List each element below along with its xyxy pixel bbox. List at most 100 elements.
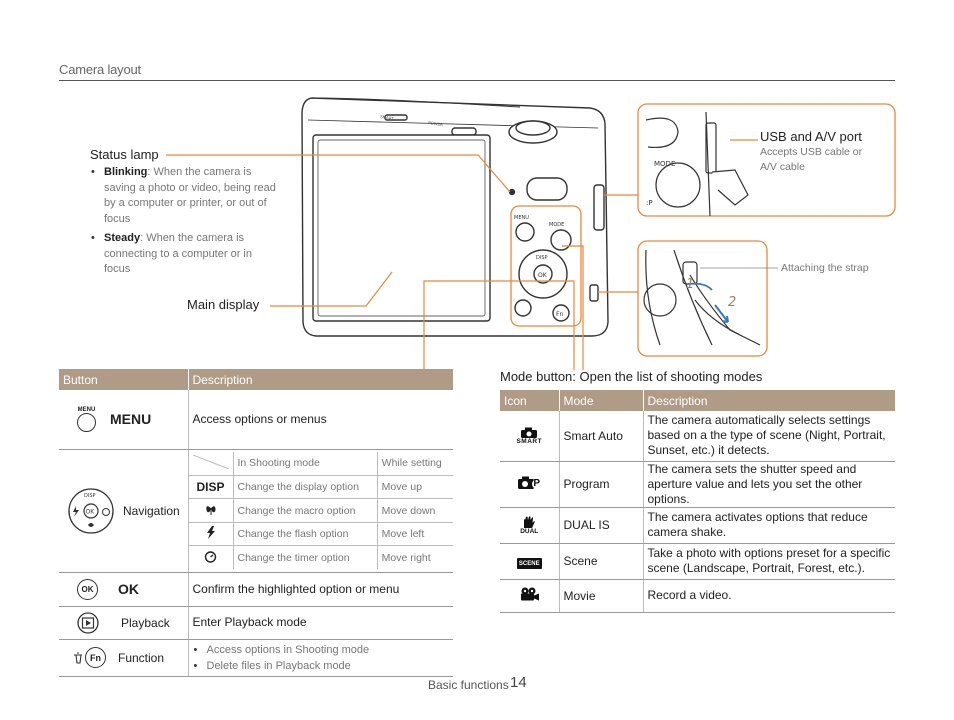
- callout-lines: [166, 139, 778, 370]
- status-lamp-title: Status lamp: [90, 147, 159, 162]
- header-rule: [59, 80, 895, 81]
- usb-title: USB and A/V port: [760, 129, 862, 144]
- navigation-button-name: Navigation: [123, 503, 180, 518]
- table-row: Fn Function Access options in Shooting m…: [59, 639, 453, 677]
- nav-setting-cell: Move down: [377, 498, 453, 523]
- mode-name-cell: Program: [559, 461, 644, 508]
- table-row: DISP Change the display option Move up: [188, 475, 453, 500]
- camera-mode-label: MODE: [549, 222, 564, 228]
- mode-button-label: Mode button:: [500, 369, 576, 384]
- smart-auto-icon: SMART: [516, 427, 542, 445]
- section-title: Camera layout: [59, 62, 141, 77]
- nav-subheader-setting: While setting: [377, 451, 453, 476]
- mode-desc-cell: Record a video.: [643, 579, 895, 613]
- list-item: Access options in Shooting mode: [193, 642, 450, 658]
- camera-fn-label: Fn: [556, 311, 563, 318]
- function-button-icon: Fn: [85, 647, 106, 668]
- mode-desc-cell: The camera activates options that reduce…: [643, 507, 895, 544]
- nav-setting-cell: Move up: [377, 475, 453, 500]
- zoom-mode-label: MODE: [654, 160, 675, 168]
- strap-label: Attaching the strap: [781, 262, 869, 274]
- table-row: Change the macro option Move down: [188, 498, 453, 523]
- strap-step-2: 2: [728, 295, 736, 310]
- camera-disp-label: DISP: [536, 255, 548, 261]
- mode-button-text: Open the list of shooting modes: [575, 369, 763, 384]
- movie-icon: [521, 587, 540, 601]
- playback-button-name: Playback: [121, 615, 170, 630]
- button-table: Button Description MENU MENU Access opti…: [59, 369, 453, 677]
- nav-shooting-cell: Change the display option: [233, 475, 378, 500]
- strap-step-1: 1: [686, 277, 694, 292]
- table-row: SMART Smart Auto The camera automaticall…: [500, 411, 895, 462]
- ok-button-desc: Confirm the highlighted option or menu: [188, 572, 453, 607]
- playback-button-desc: Enter Playback mode: [188, 606, 453, 640]
- camera-power-label: POWER: [428, 120, 444, 127]
- menu-button-desc: Access options or menus: [188, 390, 453, 450]
- navigation-sub-table: In Shooting mode While setting DISP Chan…: [188, 451, 454, 570]
- menu-button-name: MENU: [110, 411, 152, 428]
- disp-icon: DISP: [188, 475, 234, 500]
- zoom-p-label: :P: [646, 199, 653, 207]
- nav-shooting-cell: Change the timer option: [233, 545, 378, 570]
- mode-desc-cell: The camera sets the shutter speed and ap…: [643, 461, 895, 508]
- table-row: OK DISP Navigation In Shooting mode Whil…: [59, 449, 454, 573]
- camera-menu-label: MENU: [514, 215, 529, 221]
- table-row: Change the flash option Move left: [188, 522, 453, 547]
- function-button-name: Function: [118, 650, 165, 665]
- navigation-button-icon: OK DISP: [68, 487, 114, 534]
- program-icon: P: [517, 476, 542, 489]
- mode-desc-cell: Take a photo with options preset for a s…: [643, 543, 895, 580]
- status-lamp-item-steady: Steady: When the camera is connecting to…: [90, 231, 280, 278]
- usb-zoom-box: [637, 103, 896, 217]
- function-desc-list: Access options in Shooting mode Delete f…: [193, 642, 450, 674]
- table-row: OK OK Confirm the highlighted option or …: [59, 572, 453, 607]
- mode-table: Icon Mode Description SMART Smart Auto T…: [500, 390, 895, 613]
- strap-zoom-box: [637, 240, 768, 357]
- mode-name-cell: Scene: [559, 543, 644, 580]
- nav-shooting-cell: Change the flash option: [233, 522, 378, 547]
- status-lamp-item-blinking: Blinking: When the camera is saving a ph…: [90, 165, 280, 227]
- table-row: Playback Enter Playback mode: [59, 606, 453, 640]
- mode-name-cell: DUAL IS: [559, 507, 644, 544]
- ok-button-icon: OK: [77, 578, 98, 600]
- ok-button-name: OK: [118, 581, 139, 597]
- table-row: In Shooting mode While setting: [188, 451, 453, 476]
- camera-ok-label: OK: [538, 272, 548, 279]
- nav-shooting-cell: Change the macro option: [233, 498, 378, 523]
- button-table-header-button: Button: [59, 369, 189, 390]
- dual-is-icon: DUAL: [520, 515, 538, 535]
- nav-setting-cell: Move left: [377, 522, 453, 547]
- table-row: MENU MENU Access options or menus: [59, 390, 453, 450]
- menu-button-icon: [77, 412, 96, 432]
- table-row: P Program The camera sets the shutter sp…: [500, 461, 895, 508]
- playback-icon: [77, 611, 99, 634]
- menu-button-icon-label: MENU: [77, 406, 96, 413]
- nav-subheader-shooting: In Shooting mode: [233, 451, 378, 476]
- mode-name-cell: Smart Auto: [559, 411, 644, 462]
- svg-text:OK: OK: [86, 508, 96, 515]
- mode-button-title: Mode button: Open the list of shooting m…: [500, 369, 762, 384]
- usb-desc: Accepts USB cable or A/V cable: [760, 146, 863, 173]
- nav-setting-cell: Move right: [381, 551, 431, 564]
- timer-icon: [188, 545, 234, 570]
- footer-section-label: Basic functions: [428, 678, 509, 692]
- flash-icon: [188, 522, 234, 547]
- diagonal-divider-icon: [192, 454, 229, 470]
- mode-table-header-mode: Mode: [559, 390, 644, 411]
- table-row: DUAL DUAL IS The camera activates option…: [500, 507, 895, 544]
- mode-table-header-icon: Icon: [500, 390, 560, 411]
- main-display-label: Main display: [187, 297, 260, 312]
- button-table-header-description: Description: [188, 369, 453, 390]
- usb-callout: USB and A/V port Accepts USB cable or A/…: [760, 129, 880, 175]
- table-row: Change the timer option Move right: [188, 545, 454, 570]
- status-lamp-callout: Status lamp Blinking: When the camera is…: [90, 147, 280, 282]
- camera-back: [301, 97, 609, 337]
- scene-icon: SCENE: [516, 557, 542, 569]
- svg-text:DISP: DISP: [84, 493, 96, 499]
- mode-table-header-description: Description: [643, 390, 895, 411]
- macro-icon: [188, 498, 234, 523]
- mode-name-cell: Movie: [559, 579, 644, 613]
- mode-desc-cell: The camera automatically selects setting…: [643, 411, 895, 462]
- table-row: Movie Record a video.: [500, 579, 895, 613]
